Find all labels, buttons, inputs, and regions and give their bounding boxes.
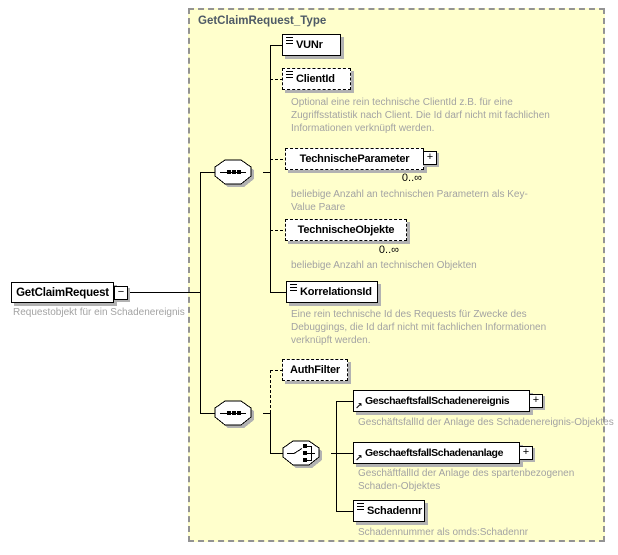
annotation-geschaeftsfall-schadenereignis: GeschäftsfallId der Anlage des Schadener… <box>358 417 614 428</box>
element-box-technische-parameter[interactable]: TechnischeParameter <box>285 148 424 170</box>
choice-icon <box>287 444 315 462</box>
optional-connector-lines <box>270 79 285 413</box>
annotation-getclaimrequest: Requestobjekt für ein Schadenereignis <box>13 307 185 318</box>
element-label: GetClaimRequest <box>16 286 109 299</box>
expand-icon: + <box>532 394 540 406</box>
element-label: ClientId <box>296 73 335 85</box>
element-label: VUNr <box>296 39 323 51</box>
element-box-geschaeftsfall-schadenereignis[interactable]: ↗ GeschaeftsfallSchadenereignis <box>353 390 530 412</box>
sequence-compositor-2[interactable] <box>214 400 254 428</box>
expand-button-geschaeftsfall-schadenereignis[interactable]: + <box>529 394 543 408</box>
element-label: GeschaeftsfallSchadenereignis <box>365 395 510 407</box>
element-label: TechnischeParameter <box>299 153 410 165</box>
connector-lines <box>128 45 353 512</box>
text-content-icon <box>286 37 293 44</box>
element-reference-icon: ↗ <box>355 401 363 411</box>
element-box-clientid[interactable]: ClientId <box>282 68 351 90</box>
expand-button-geschaeftsfall-schadenanlage[interactable]: + <box>519 446 533 460</box>
choice-compositor[interactable] <box>282 440 322 468</box>
collapse-icon: − <box>117 286 125 298</box>
element-box-vunr[interactable]: VUNr <box>282 34 341 56</box>
element-label: TechnischeObjekte <box>297 224 395 236</box>
element-reference-icon: ↗ <box>355 453 363 463</box>
element-box-technische-objekte[interactable]: TechnischeObjekte <box>285 219 407 241</box>
text-content-icon <box>286 71 293 78</box>
collapse-button-getclaimrequest[interactable]: − <box>114 286 128 300</box>
expand-icon: + <box>426 151 434 163</box>
text-content-icon <box>357 503 364 510</box>
element-box-geschaeftsfall-schadenanlage[interactable]: ↗ GeschaeftsfallSchadenanlage <box>353 442 520 464</box>
annotation-technische-parameter: beliebige Anzahl an technischen Paramete… <box>291 189 528 213</box>
complex-type-title: GetClaimRequest_Type <box>198 15 327 27</box>
annotation-korrelationsid: Eine rein technische Id des Requests für… <box>291 309 547 346</box>
expand-icon: + <box>522 446 530 458</box>
element-label: KorrelationsId <box>300 286 372 298</box>
annotation-technische-objekte: beliebige Anzahl an technischen Objekten <box>291 260 477 271</box>
element-box-korrelationsid[interactable]: KorrelationsId <box>286 281 378 303</box>
occurrence-technische-parameter: 0..∞ <box>401 172 422 184</box>
element-label: GeschaeftsfallSchadenanlage <box>365 447 504 459</box>
annotation-clientid: Optional eine rein technische ClientId z… <box>291 97 550 134</box>
annotation-schadennr: Schadennummer als omds:Schadennr <box>358 527 529 538</box>
element-box-schadennr[interactable]: Schadennr <box>353 500 425 522</box>
element-label: AuthFilter <box>290 364 340 376</box>
element-label: Schadennr <box>367 505 423 517</box>
element-box-authfilter[interactable]: AuthFilter <box>282 359 348 381</box>
annotation-geschaeftsfall-schadenanlage: GeschäftfallId der Anlage des spartenbez… <box>358 468 575 492</box>
occurrence-technische-objekte: 0..∞ <box>378 244 399 256</box>
sequence-compositor-1[interactable] <box>214 159 254 187</box>
text-content-icon <box>290 284 297 291</box>
element-box-getclaimrequest[interactable]: GetClaimRequest <box>11 282 114 303</box>
expand-button-technische-parameter[interactable]: + <box>423 151 437 165</box>
